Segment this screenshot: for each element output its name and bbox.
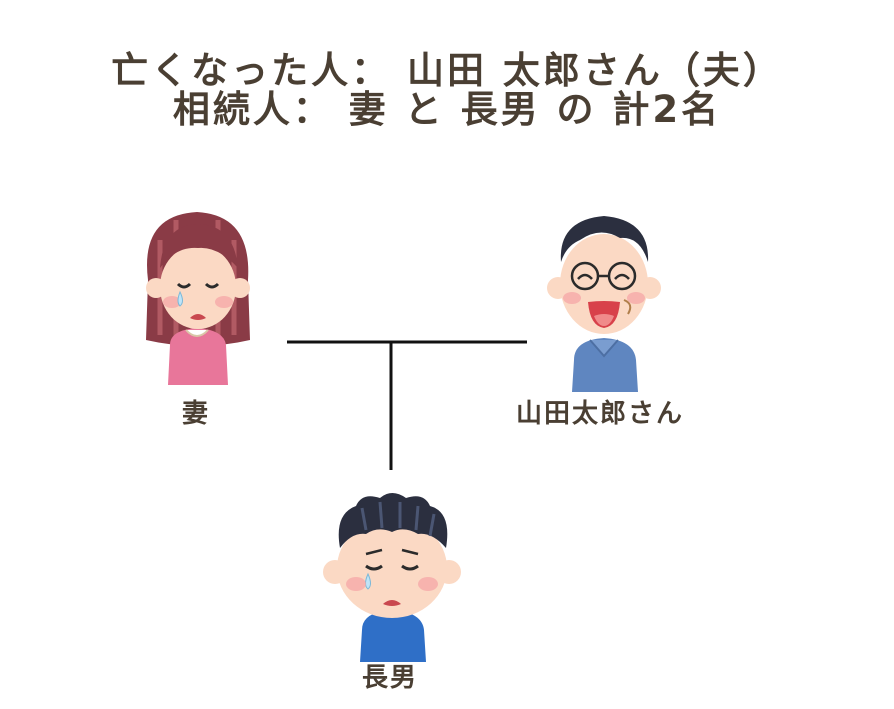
son-label: 長男 <box>361 663 419 693</box>
son-figure-icon <box>323 493 461 662</box>
relationship-lines <box>287 340 527 470</box>
husband-figure-icon <box>547 216 661 392</box>
title-deceased: 亡くなった人： 山田 太郎さん（夫） <box>111 49 783 92</box>
title-heirs: 相続人： 妻 と 長男 の 計2名 <box>172 88 722 131</box>
husband-label: 山田太郎さん <box>515 399 685 429</box>
wife-label: 妻 <box>181 399 211 429</box>
wife-figure-icon <box>146 212 250 385</box>
